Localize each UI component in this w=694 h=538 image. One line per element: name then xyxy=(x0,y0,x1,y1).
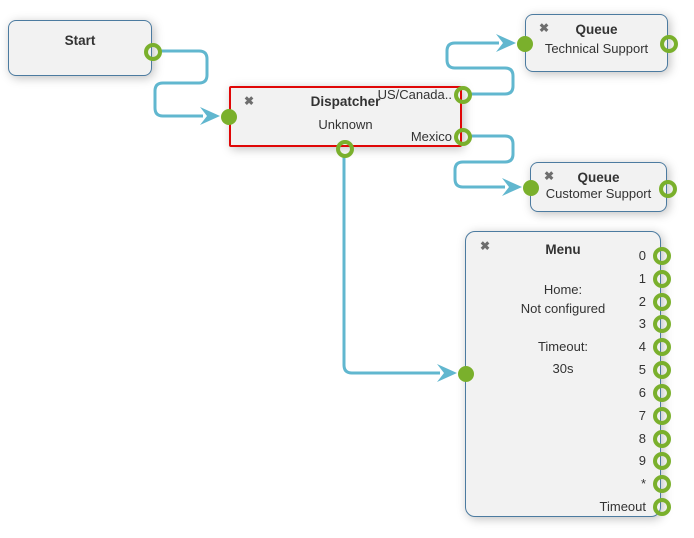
menu-port-row-7: 7 xyxy=(639,407,671,425)
node-queue-customer-support[interactable]: ✖ Queue Customer Support xyxy=(523,162,677,212)
queue-customer-subtitle: Customer Support xyxy=(545,186,652,201)
dispatcher-us-canada-endpoint[interactable] xyxy=(454,86,472,104)
connection-dispatcher-to-queue-customer[interactable] xyxy=(453,134,515,189)
menu-port-row-4: 4 xyxy=(639,338,671,356)
menu-port-row-8: 8 xyxy=(639,430,671,448)
menu-timeout-label: Timeout: xyxy=(537,339,589,354)
menu-port-3-endpoint[interactable] xyxy=(653,315,671,333)
menu-port-row-star: * xyxy=(641,475,671,493)
arrowhead-dispatcher-to-menu xyxy=(437,364,457,382)
queue-customer-title: Queue xyxy=(577,170,620,185)
menu-port-label-2: 2 xyxy=(638,294,646,309)
menu-port-label-7: 7 xyxy=(638,408,646,423)
node-start[interactable]: Start xyxy=(8,20,162,76)
menu-port-1-endpoint[interactable] xyxy=(653,270,671,288)
arrowhead-dispatcher-to-queue-customer xyxy=(502,178,522,196)
menu-port-5-endpoint[interactable] xyxy=(653,361,671,379)
menu-port-label-9: 9 xyxy=(638,453,646,468)
menu-port-star-endpoint[interactable] xyxy=(653,475,671,493)
dispatcher-mexico-endpoint[interactable] xyxy=(454,128,472,146)
menu-port-6-endpoint[interactable] xyxy=(653,384,671,402)
menu-port-row-2: 2 xyxy=(639,293,671,311)
menu-home-value: Not configured xyxy=(520,301,606,316)
dispatcher-subtitle: Unknown xyxy=(318,117,373,132)
node-menu[interactable]: ✖ Menu Home: Not configured Timeout: 30s… xyxy=(458,231,671,517)
menu-port-row-1: 1 xyxy=(639,270,671,288)
menu-timeout-value: 30s xyxy=(552,361,574,376)
menu-input-endpoint[interactable] xyxy=(458,366,474,382)
menu-home-label: Home: xyxy=(543,282,583,297)
queue-customer-output-endpoint[interactable] xyxy=(659,180,677,198)
connection-dispatcher-to-queue-technical[interactable] xyxy=(445,41,515,96)
menu-port-label-5: 5 xyxy=(638,362,646,377)
menu-port-row-9: 9 xyxy=(639,452,671,470)
dispatcher-input-endpoint[interactable] xyxy=(221,109,237,125)
menu-port-label-0: 0 xyxy=(638,248,646,263)
queue-technical-output-endpoint[interactable] xyxy=(660,35,678,53)
delete-icon[interactable]: ✖ xyxy=(244,94,255,108)
dispatcher-port-label-us-canada: US/Canada.. xyxy=(377,87,452,102)
menu-port-label-timeout: Timeout xyxy=(599,499,646,514)
menu-port-row-0: 0 xyxy=(639,247,671,265)
menu-port-label-1: 1 xyxy=(638,271,646,286)
queue-technical-input-endpoint[interactable] xyxy=(517,36,533,52)
arrowhead-dispatcher-to-queue-technical xyxy=(496,34,516,52)
menu-port-label-3: 3 xyxy=(638,316,646,331)
menu-port-2-endpoint[interactable] xyxy=(653,293,671,311)
menu-port-row-3: 3 xyxy=(639,315,671,333)
menu-port-row-6: 6 xyxy=(639,384,671,402)
queue-technical-subtitle: Technical Support xyxy=(544,41,649,56)
queue-customer-input-endpoint[interactable] xyxy=(523,180,539,196)
menu-port-label-6: 6 xyxy=(638,385,646,400)
dispatcher-title: Dispatcher xyxy=(310,94,381,109)
delete-icon[interactable]: ✖ xyxy=(480,239,491,253)
dispatcher-port-label-mexico: Mexico xyxy=(410,129,452,144)
menu-port-row-5: 5 xyxy=(639,361,671,379)
menu-port-label-4: 4 xyxy=(638,339,646,354)
menu-port-label-star: * xyxy=(640,476,646,491)
menu-port-label-8: 8 xyxy=(638,431,646,446)
node-dispatcher[interactable]: ✖ Dispatcher Unknown US/Canada.. Mexico xyxy=(221,86,472,158)
menu-port-timeout-endpoint[interactable] xyxy=(653,498,671,516)
arrowhead-start-to-dispatcher xyxy=(200,107,220,125)
menu-port-4-endpoint[interactable] xyxy=(653,338,671,356)
menu-port-9-endpoint[interactable] xyxy=(653,452,671,470)
connection-start-to-dispatcher[interactable] xyxy=(153,49,209,118)
node-queue-technical-support[interactable]: ✖ Queue Technical Support xyxy=(517,14,678,72)
menu-port-0-endpoint[interactable] xyxy=(653,247,671,265)
queue-technical-title: Queue xyxy=(575,22,618,37)
menu-port-8-endpoint[interactable] xyxy=(653,430,671,448)
connection-dispatcher-to-menu[interactable] xyxy=(342,157,440,375)
delete-icon[interactable]: ✖ xyxy=(539,21,550,35)
delete-icon[interactable]: ✖ xyxy=(544,169,555,183)
menu-port-row-timeout: Timeout xyxy=(600,498,671,516)
dispatcher-bottom-endpoint[interactable] xyxy=(336,140,354,158)
start-title: Start xyxy=(64,33,96,48)
start-output-endpoint[interactable] xyxy=(144,43,162,61)
menu-port-7-endpoint[interactable] xyxy=(653,407,671,425)
menu-title: Menu xyxy=(545,242,581,257)
